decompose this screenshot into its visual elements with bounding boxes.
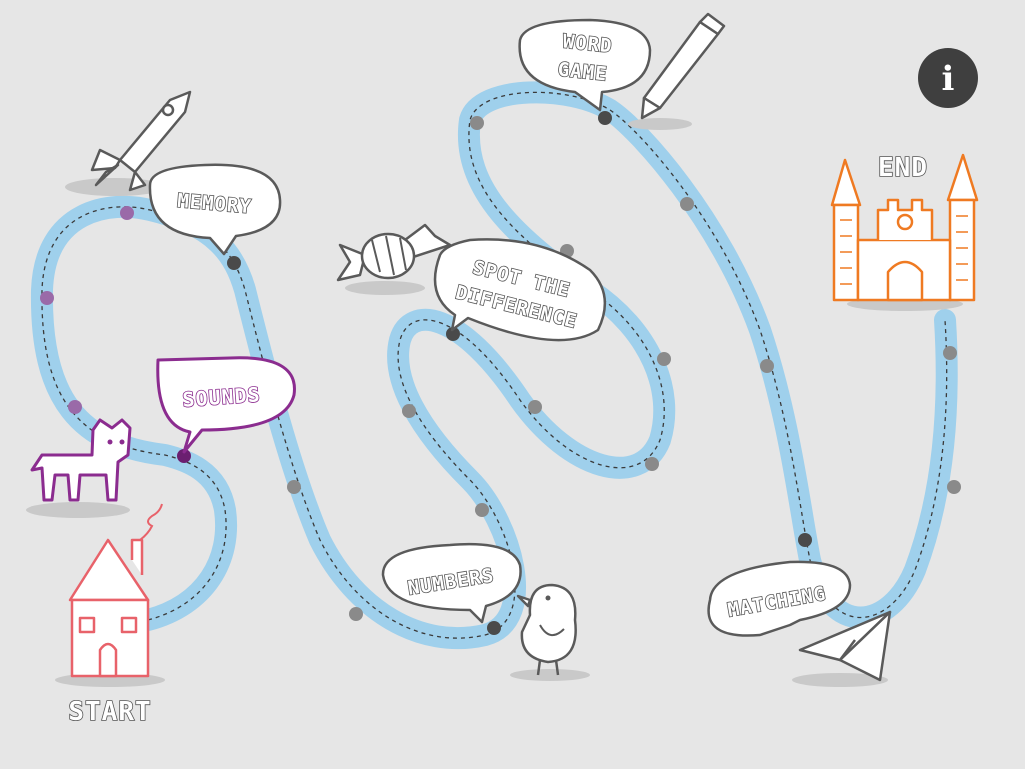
path-dot [798, 533, 812, 547]
path-dot [470, 116, 484, 130]
path-dot [645, 457, 659, 471]
house-icon [55, 504, 165, 687]
path-dot [947, 480, 961, 494]
path-dot [657, 352, 671, 366]
start-label: START [68, 697, 151, 727]
path-dot [528, 400, 542, 414]
end-label: END [878, 153, 928, 183]
path-dot [287, 480, 301, 494]
path-dot [40, 291, 54, 305]
path-dot [475, 503, 489, 517]
game-spot-the-difference-button[interactable]: SPOT THE DIFFERENCE [435, 239, 605, 340]
path-dot [349, 607, 363, 621]
path-dot [402, 404, 416, 418]
game-matching-button[interactable]: MATCHING [709, 562, 850, 636]
path-dot [227, 256, 241, 270]
path-dot [120, 206, 134, 220]
path-dot [760, 359, 774, 373]
path-dot [487, 621, 501, 635]
path-dot [598, 111, 612, 125]
info-icon: i [942, 59, 955, 99]
bird-icon [510, 585, 590, 681]
info-button[interactable]: i [918, 48, 978, 108]
dog-icon [26, 420, 130, 518]
path-dot [68, 400, 82, 414]
path-dot [680, 197, 694, 211]
game-memory-button[interactable]: MEMORY [150, 165, 280, 254]
candy-icon [338, 225, 450, 295]
path-dot [943, 346, 957, 360]
